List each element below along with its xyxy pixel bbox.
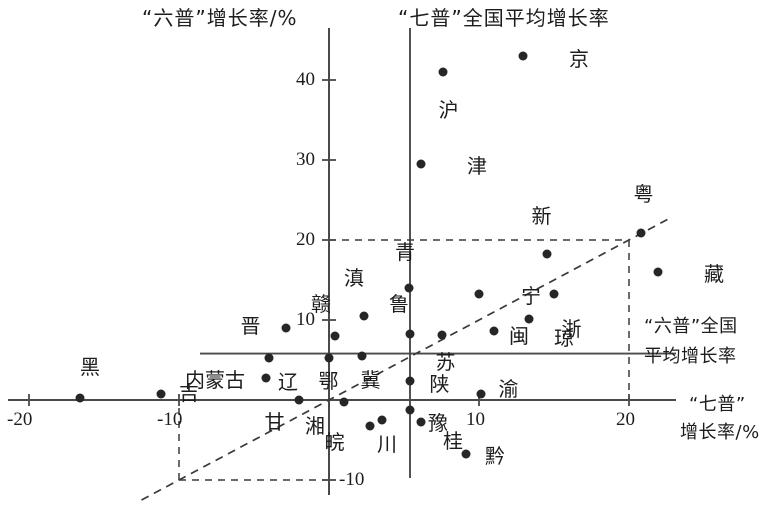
point-label-豫: 豫 <box>428 411 448 436</box>
x-axis-label-line1: “七普” <box>689 394 746 415</box>
y-tick-label--10: -10 <box>339 469 365 490</box>
data-point-冀 <box>357 351 367 361</box>
horizontal-average-line-label-line2: 平均增长率 <box>644 346 737 367</box>
data-point-青 <box>404 283 413 293</box>
x-tick-label--10: -10 <box>157 409 183 430</box>
data-point-豫 <box>405 405 415 415</box>
point-label-陕: 陕 <box>429 372 450 396</box>
x-tick-label-20: 20 <box>616 409 635 430</box>
x-axis-label-line2: 增长率/% <box>680 422 760 443</box>
point-label-沪: 沪 <box>438 97 459 122</box>
data-point-内蒙古 <box>261 373 271 383</box>
data-point-藏 <box>653 267 662 277</box>
y-tick-label-40: 40 <box>296 69 315 90</box>
point-label-津: 津 <box>467 153 487 178</box>
point-label-赣: 赣 <box>311 292 331 316</box>
point-label-藏: 藏 <box>704 262 724 287</box>
point-label-黔: 黔 <box>485 444 505 468</box>
point-label-川: 川 <box>377 432 397 456</box>
x-tick-label--20: -20 <box>7 409 33 430</box>
point-label-苏: 苏 <box>435 349 456 374</box>
data-point-黔 <box>461 449 470 459</box>
y-tick-label-30: 30 <box>296 149 315 170</box>
identity-line-y-equals-x <box>141 216 672 501</box>
point-label-琼: 琼 <box>554 326 574 351</box>
point-label-辽: 辽 <box>278 370 298 395</box>
data-point-沪 <box>438 67 448 77</box>
y-tick-label-20: 20 <box>296 229 315 250</box>
point-label-桂: 桂 <box>443 428 463 453</box>
point-label-浙: 浙 <box>561 316 582 341</box>
data-point-渝 <box>476 389 485 399</box>
data-point-苏 <box>437 330 446 340</box>
point-label-湘: 湘 <box>305 414 325 439</box>
y-axis-title: “六普”增长率/% <box>142 6 298 30</box>
data-point-粤 <box>636 228 646 238</box>
point-label-青: 青 <box>395 240 415 264</box>
data-point-辽 <box>264 353 274 363</box>
data-point-琼 <box>524 314 533 324</box>
data-point-赣 <box>330 331 340 341</box>
point-label-鄂: 鄂 <box>318 368 339 393</box>
data-point-鄂 <box>324 353 334 363</box>
point-label-闽: 闽 <box>509 324 529 348</box>
point-label-鲁: 鲁 <box>389 292 409 316</box>
data-point-川 <box>377 415 386 425</box>
point-label-京: 京 <box>569 47 589 72</box>
point-label-皖: 皖 <box>324 430 345 455</box>
data-point-津 <box>416 159 425 169</box>
point-label-冀: 冀 <box>360 368 381 392</box>
vertical-average-line-title: “七普”全国平均增长率 <box>398 6 610 30</box>
data-point-鲁 <box>405 329 415 339</box>
data-point-湘 <box>339 397 349 407</box>
data-point-陕 <box>405 376 415 386</box>
data-point-吉 <box>156 389 166 399</box>
data-point-桂 <box>416 417 425 427</box>
point-label-晋: 晋 <box>240 314 261 339</box>
x-tick-label-10: 10 <box>466 409 485 430</box>
data-point-新 <box>542 249 551 259</box>
point-label-新: 新 <box>531 204 552 228</box>
point-label-甘: 甘 <box>264 410 285 435</box>
data-point-甘 <box>294 395 304 405</box>
data-point-晋 <box>281 323 290 333</box>
data-point-京 <box>518 51 527 61</box>
point-label-内蒙古: 内蒙古 <box>185 368 245 392</box>
point-label-滇: 滇 <box>344 266 364 291</box>
data-point-黑 <box>75 393 85 403</box>
point-label-黑: 黑 <box>80 355 100 380</box>
data-point-闽 <box>489 326 499 336</box>
data-point-滇 <box>359 311 368 321</box>
point-label-渝: 渝 <box>498 376 519 401</box>
data-point-皖 <box>365 421 374 431</box>
point-label-粤: 粤 <box>633 182 654 207</box>
data-point-浙 <box>549 289 559 299</box>
y-tick-label-10: 10 <box>296 309 315 330</box>
horizontal-average-line-label-line1: “六普”全国 <box>644 316 738 337</box>
point-label-吉: 吉 <box>179 380 199 405</box>
data-point-宁 <box>474 289 484 299</box>
point-label-宁: 宁 <box>521 284 541 308</box>
